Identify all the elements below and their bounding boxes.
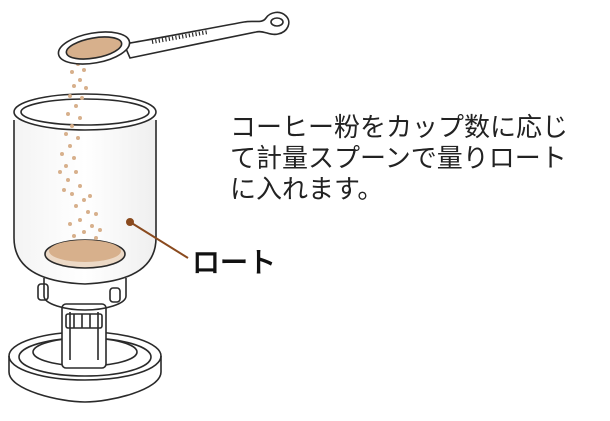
instruction-line-1: コーヒー粉をカップ数に応じ: [230, 113, 569, 143]
instruction-line-3: に入れます。: [230, 175, 384, 205]
funnel-glass: [13, 93, 157, 285]
instruction-line-2: て計量スプーンで量りロート: [230, 144, 567, 174]
funnel-callout-leader: [126, 218, 189, 259]
funnel-label: ロート: [192, 246, 277, 279]
siphon-stand: [8, 278, 162, 403]
instruction-text: コーヒー粉をカップ数に応じ て計量スプーンで量りロート に入れます。: [230, 113, 605, 206]
measuring-spoon: [57, 11, 290, 65]
